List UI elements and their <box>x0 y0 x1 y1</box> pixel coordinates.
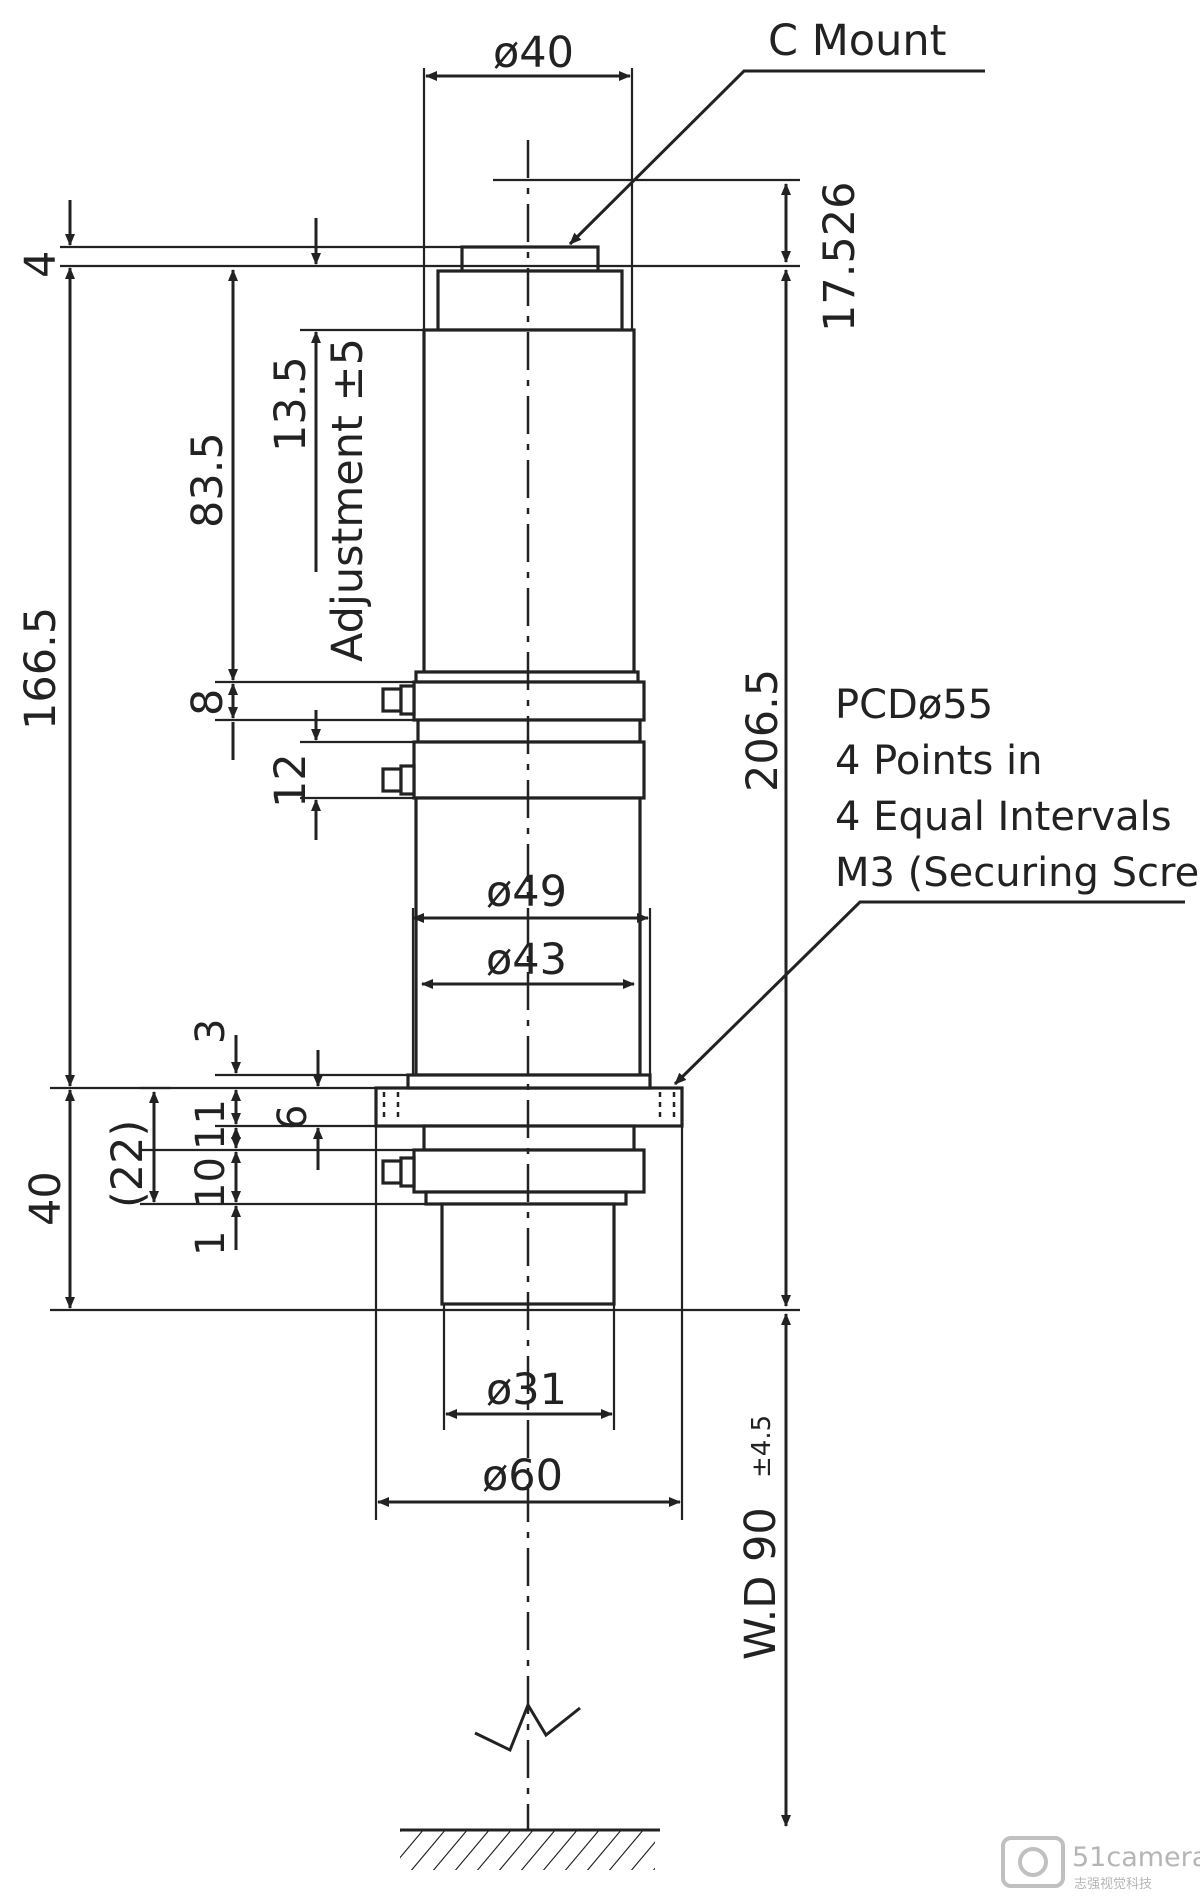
adjustment-label: Adjustment ±5 <box>323 338 373 662</box>
dim-22-label: (22) <box>103 1120 153 1208</box>
dimension-lines <box>65 71 791 1827</box>
dia-40-label: ø40 <box>493 28 574 78</box>
dim-6-label: 6 <box>270 1105 316 1130</box>
camera-lens-icon <box>1018 1847 1048 1877</box>
dia-49-label: ø49 <box>486 867 567 917</box>
dim-2065-label: 206.5 <box>738 669 788 792</box>
dim-135-label: 13.5 <box>266 356 316 452</box>
dia-60-label: ø60 <box>482 1451 563 1501</box>
note-line-3: 4 Equal Intervals <box>835 794 1172 840</box>
screw-middle-head <box>399 764 416 796</box>
lens-body <box>374 245 684 1306</box>
mount-collar <box>436 269 624 332</box>
screw-upper-head <box>399 684 416 716</box>
dim-17526-label: 17.526 <box>815 182 865 332</box>
c-mount-label: C Mount <box>768 16 946 66</box>
dia-43-label: ø43 <box>486 935 567 985</box>
note-line-1: PCDø55 <box>835 682 993 728</box>
dimension-texts: C Mount ø40 ø49 ø43 ø31 ø60 4 17.526 166… <box>16 16 946 1660</box>
watermark-logo-text: 51camera <box>1072 1842 1200 1873</box>
dim-1-label: 1 <box>188 1231 234 1256</box>
break-symbol <box>474 1701 581 1753</box>
dim-12-label: 12 <box>266 753 316 808</box>
securing-screw-note: PCDø55 4 Points in 4 Equal Intervals M3 … <box>835 682 1200 896</box>
c-mount-thread <box>460 245 600 273</box>
flange-holes <box>382 1092 676 1122</box>
dim-4-label: 4 <box>16 251 66 278</box>
lower-step <box>424 1190 628 1206</box>
screw-lower-head <box>399 1156 416 1188</box>
dim-835-label: 83.5 <box>183 432 233 528</box>
dim-40-label: 40 <box>21 1171 71 1226</box>
dim-8-label: 8 <box>183 689 233 716</box>
screw-middle <box>381 767 403 793</box>
note-line-2: 4 Points in <box>835 738 1043 784</box>
camera-logo-icon <box>1001 1836 1065 1888</box>
wd-tolerance-label: ±4.5 <box>747 1415 777 1478</box>
watermark-sub-text: 志强视觉科技 <box>1074 1877 1152 1892</box>
ground <box>400 1828 660 1870</box>
upper-barrel <box>422 328 636 674</box>
note-line-4: M3 (Securing Screw) <box>835 850 1200 896</box>
dim-1665-label: 166.5 <box>16 607 66 730</box>
watermark: 51camera 志强视觉科技 <box>1001 1836 1200 1892</box>
screw-lower <box>381 1159 403 1185</box>
dim-11-label: 11 <box>188 1099 234 1150</box>
screw-upper <box>381 687 403 713</box>
securing-screws <box>381 684 416 1188</box>
extension-lines <box>50 68 800 1520</box>
dim-3-label: 3 <box>188 1019 234 1044</box>
leaders <box>568 69 1185 1086</box>
wd-label: W.D 90 <box>736 1507 786 1660</box>
dim-10-label: 10 <box>188 1157 234 1208</box>
dia-31-label: ø31 <box>486 1365 567 1415</box>
